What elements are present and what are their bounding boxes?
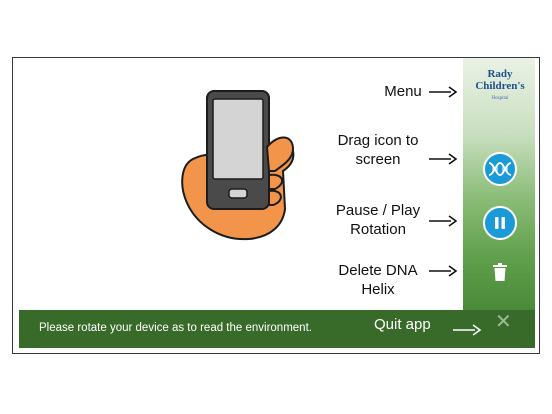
arrow-right-icon xyxy=(429,86,457,98)
arrow-right-icon xyxy=(453,324,481,336)
delete-label-line2: Helix xyxy=(361,281,395,298)
delete-annotation: Delete DNA Helix xyxy=(325,261,431,299)
bottom-message-bar: Please rotate your device as to read the… xyxy=(19,310,535,348)
rotate-device-message: Please rotate your device as to read the… xyxy=(39,322,312,334)
pause-label-line2: Rotation xyxy=(350,221,406,238)
menu-annotation: Menu xyxy=(373,82,433,101)
dna-helix-button[interactable] xyxy=(483,152,517,186)
pause-annotation: Pause / Play Rotation xyxy=(325,201,431,239)
logo-line3: Hospital xyxy=(491,96,509,101)
quit-app-label: Quit app xyxy=(374,316,431,333)
menu-label: Menu xyxy=(384,83,422,100)
arrow-right-icon xyxy=(429,265,457,277)
app-frame: Menu Drag icon to screen Pause / Play Ro… xyxy=(12,57,540,354)
pause-icon xyxy=(495,217,505,229)
arrow-right-icon xyxy=(429,153,457,165)
drag-annotation: Drag icon to screen xyxy=(325,131,431,169)
pause-label-line1: Pause / Play xyxy=(335,202,421,219)
drag-label-line2: screen xyxy=(355,151,401,168)
arrow-right-icon xyxy=(429,215,457,227)
rady-childrens-logo[interactable]: Rady Children's Hospital xyxy=(468,68,532,105)
hand-holding-phone-icon xyxy=(181,90,295,241)
close-icon[interactable]: ✕ xyxy=(495,311,512,333)
delete-label-line1: Delete DNA xyxy=(338,262,418,279)
trash-icon[interactable] xyxy=(493,263,507,281)
pause-play-button[interactable] xyxy=(483,206,517,240)
dna-helix-icon xyxy=(488,162,512,176)
logo-line1: Rady xyxy=(487,68,513,80)
drag-label-line1: Drag icon to xyxy=(337,132,419,149)
logo-line2: Children's xyxy=(475,80,525,92)
